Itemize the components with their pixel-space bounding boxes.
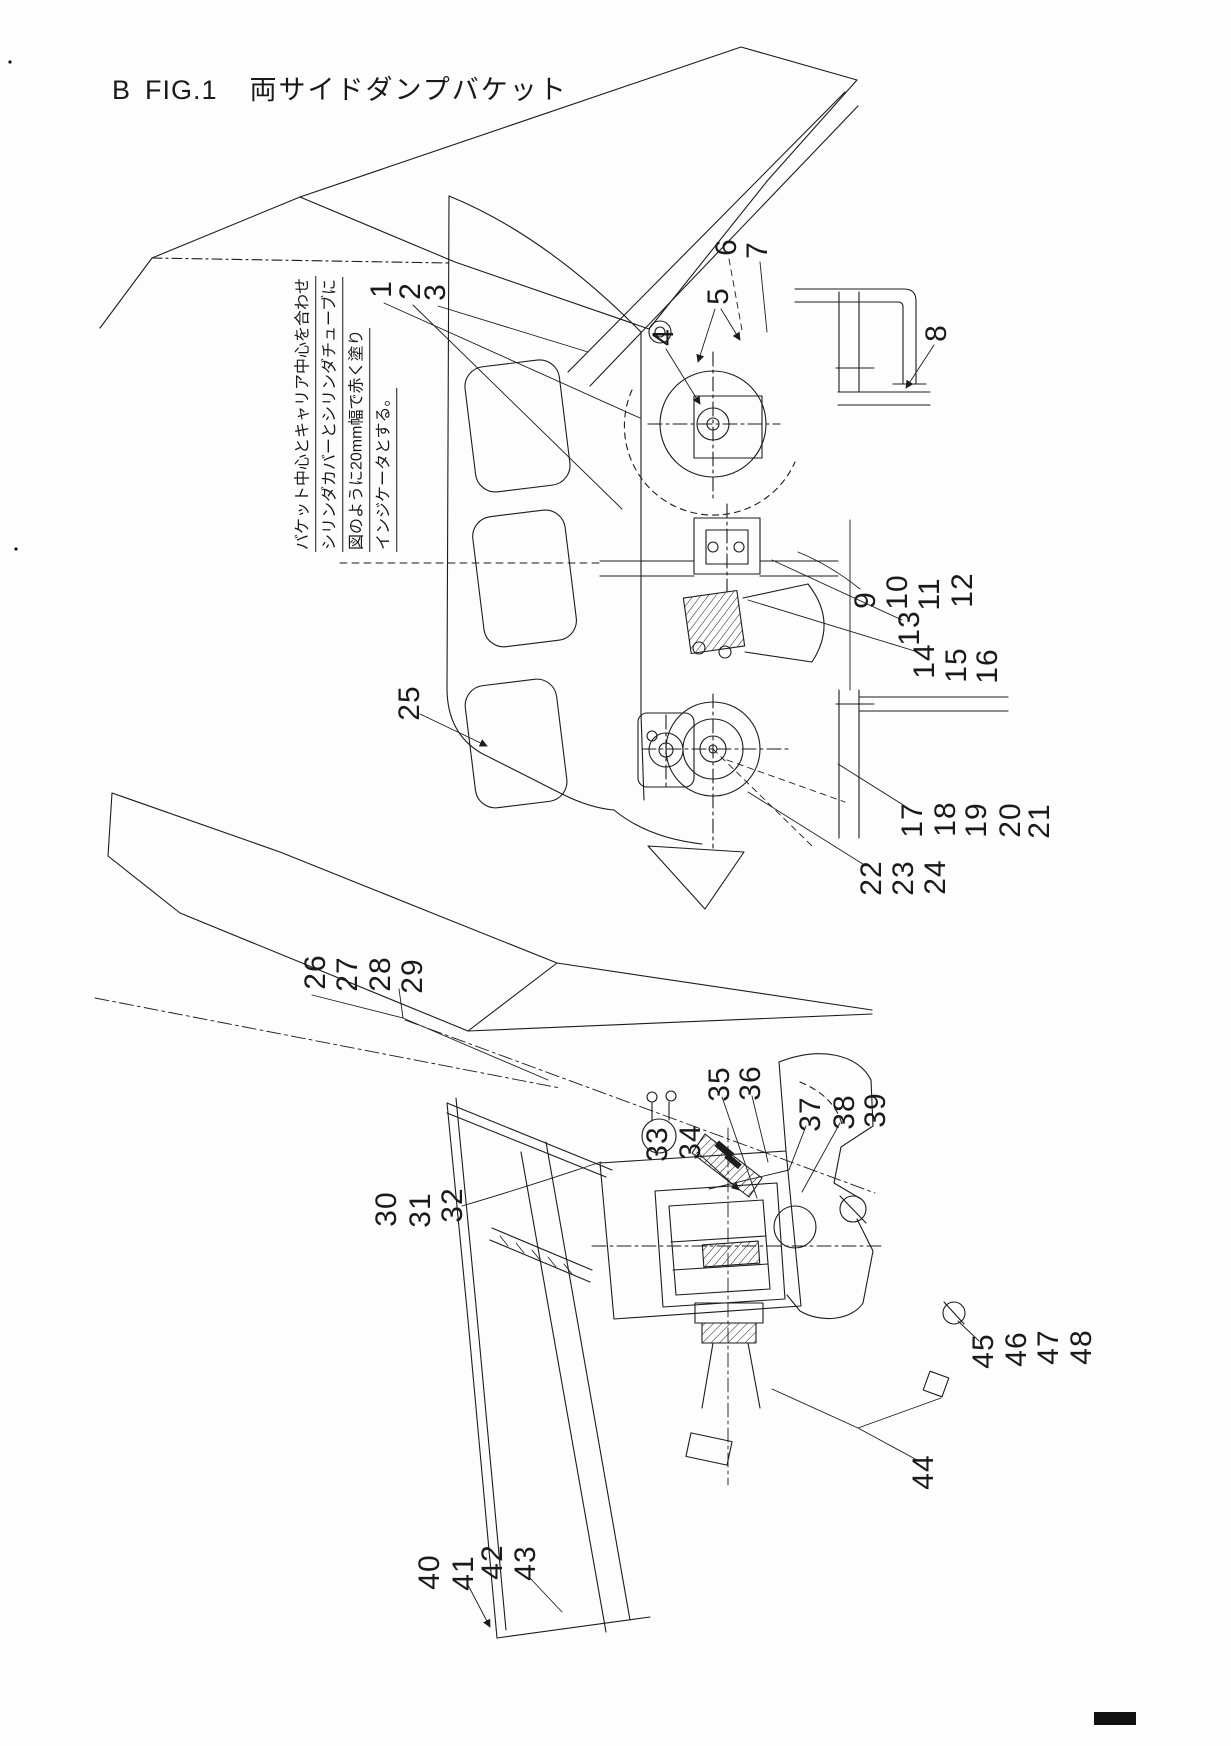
part-label-18: 18 <box>929 801 962 837</box>
part-label-37: 37 <box>794 1096 827 1132</box>
note-line: 図のように20mm幅で赤く塗り <box>347 327 370 552</box>
upper-pivot-housing <box>694 396 762 458</box>
figure-title-row: B FIG.1 両サイドダンプバケット <box>112 68 568 107</box>
figure-title: 両サイドダンプバケット <box>249 75 568 105</box>
top-figure <box>95 47 1008 1193</box>
wing-leader-lines <box>312 989 548 1080</box>
pedestal-base <box>702 1323 756 1343</box>
figure-number: FIG.1 <box>145 75 218 105</box>
plate-bottom-edge <box>614 810 702 844</box>
part-label-16: 16 <box>971 648 1004 684</box>
part-label-25: 25 <box>393 685 426 721</box>
part-label-13: 13 <box>893 610 926 646</box>
scan-artifacts <box>8 60 1136 1725</box>
hatched-bracket <box>683 591 744 654</box>
part-label-8: 8 <box>920 324 953 342</box>
part-label-28: 28 <box>364 956 397 992</box>
bucket-left-edge <box>447 1098 506 1638</box>
part-label-9: 9 <box>849 591 882 609</box>
note-line: インジケータとする。 <box>373 388 397 552</box>
part-label-40: 40 <box>413 1554 446 1590</box>
top-leader-lines <box>384 259 934 866</box>
part-label-46: 46 <box>1000 1331 1033 1367</box>
plate-right-edge <box>641 332 644 800</box>
part-label-10: 10 <box>881 574 914 610</box>
part-label-48: 48 <box>1065 1329 1098 1365</box>
part-label-27: 27 <box>331 956 364 992</box>
hook-pin <box>840 1196 866 1222</box>
part-label-42: 42 <box>476 1544 509 1580</box>
part-label-38: 38 <box>828 1094 861 1130</box>
plate-left-edge <box>447 196 614 810</box>
part-label-7: 7 <box>741 241 774 259</box>
part-label-17: 17 <box>896 802 929 838</box>
part-label-36: 36 <box>734 1065 767 1101</box>
part-label-24: 24 <box>919 859 952 895</box>
part-label-47: 47 <box>1032 1329 1065 1365</box>
part-label-45: 45 <box>967 1333 1000 1369</box>
fan-plate <box>743 584 824 662</box>
part-label-23: 23 <box>887 860 920 896</box>
plate-top-edge <box>449 196 641 332</box>
part-label-22: 22 <box>855 860 888 896</box>
part-label-39: 39 <box>859 1092 892 1128</box>
lower-wing-outline <box>108 793 557 1031</box>
indicator-wedge <box>692 1134 762 1197</box>
part-label-11: 11 <box>913 577 946 611</box>
plate-hole-1 <box>463 358 573 495</box>
part-label-12: 12 <box>946 572 979 608</box>
fastener-circle <box>943 1302 965 1324</box>
frame-rod <box>702 1241 759 1267</box>
part-label-31: 31 <box>404 1192 437 1228</box>
tube-handle-inner <box>795 302 903 384</box>
part-label-32: 32 <box>436 1187 469 1223</box>
plate-hole-3 <box>463 677 569 810</box>
plate-hole-2 <box>470 508 578 649</box>
part-label-6: 6 <box>710 238 743 256</box>
bucket-top-edge <box>447 1103 612 1177</box>
lower-leader-lines <box>462 1096 979 1628</box>
part-label-44: 44 <box>907 1454 940 1490</box>
rail-top <box>836 292 930 405</box>
upper-wing-outline <box>100 47 857 329</box>
figure-label: B <box>112 75 132 105</box>
bucket-floor-lines <box>521 1142 630 1632</box>
part-label-19: 19 <box>960 802 993 838</box>
part-label-26: 26 <box>299 954 332 990</box>
boom-edge-2 <box>590 106 858 386</box>
boom-edge-1 <box>568 92 845 372</box>
cylinder-pin <box>649 321 671 343</box>
part-label-34: 34 <box>674 1124 707 1160</box>
coupler-hook-outline <box>779 1054 873 1319</box>
part-label-3: 3 <box>419 283 452 301</box>
part-label-21: 21 <box>1023 803 1056 839</box>
lower-pivot-housing <box>638 713 694 787</box>
frame-boss <box>642 1119 676 1153</box>
note-line: バケット中心とキャリア中心を合わせ <box>293 275 317 552</box>
part-label-30: 30 <box>370 1191 403 1227</box>
upper-wing-fold <box>152 258 449 263</box>
lower-figure <box>447 1054 979 1638</box>
part-label-43: 43 <box>509 1545 542 1581</box>
note-line: シリンダカバーとシリンダチューブに <box>320 276 343 552</box>
part-label-4: 4 <box>647 328 680 346</box>
part-label-5: 5 <box>702 287 735 305</box>
hook-bore <box>774 1206 816 1248</box>
rail-bottom <box>836 690 1008 838</box>
indicator-mark-2 <box>724 1152 742 1170</box>
part-label-29: 29 <box>396 958 429 994</box>
part-label-35: 35 <box>703 1066 736 1102</box>
bucket-bottom-edge <box>497 1617 650 1638</box>
part-label-14: 14 <box>908 643 941 679</box>
tube-handle-outer <box>795 289 916 384</box>
bottom-bracket <box>648 846 744 909</box>
part-label-15: 15 <box>940 647 973 683</box>
cutting-edge <box>490 1228 592 1282</box>
part-label-33: 33 <box>641 1126 674 1162</box>
